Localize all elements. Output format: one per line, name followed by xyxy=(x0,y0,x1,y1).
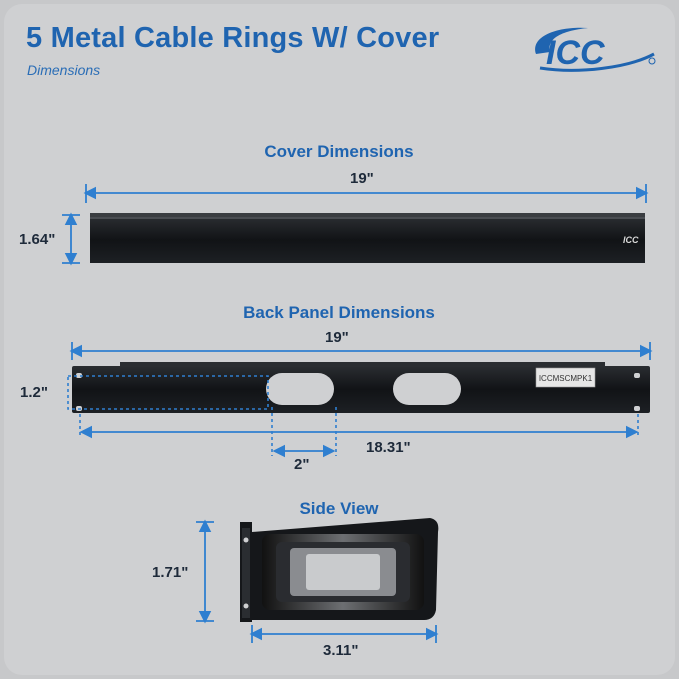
back-panel-inner-width-label: 18.31" xyxy=(366,439,411,456)
back-panel-height-guide xyxy=(67,375,269,410)
cover-height-arrow xyxy=(62,212,80,266)
cover-section-title: Cover Dimensions xyxy=(264,142,414,161)
side-height-label: 1.71" xyxy=(152,564,189,581)
side-view-ring xyxy=(240,518,439,622)
back-panel: ICCMSCMPK1 xyxy=(72,362,650,413)
back-panel-width-label: 19" xyxy=(325,329,349,346)
logo-text: ICC xyxy=(546,34,605,72)
back-panel-height-label: 1.2" xyxy=(20,384,48,401)
cover-logo-text: ICC xyxy=(623,235,639,245)
page-subtitle: Dimensions xyxy=(27,62,101,78)
page-title: 5 Metal Cable Rings W/ Cover xyxy=(26,22,440,54)
opening-width-label: 2" xyxy=(294,456,310,473)
back-panel-width-arrow xyxy=(69,342,653,360)
cover-dimension-arrow xyxy=(83,184,649,203)
side-depth-arrow xyxy=(249,625,439,643)
side-height-arrow xyxy=(196,519,214,624)
back-panel-inner-width-arrow xyxy=(79,414,639,439)
part-label-text: ICCMSCMPK1 xyxy=(539,374,593,383)
cover-width-label: 19" xyxy=(350,170,374,187)
back-panel-section-title: Back Panel Dimensions xyxy=(243,303,435,322)
cover-panel: ICC xyxy=(90,213,645,263)
part-label-sticker xyxy=(535,367,596,388)
cover-height-label: 1.64" xyxy=(19,231,56,248)
icc-logo: ICC xyxy=(535,27,656,72)
side-view-section-title: Side View xyxy=(299,499,379,518)
opening-width-arrow xyxy=(271,407,337,458)
cable-opening-left xyxy=(266,373,334,405)
cable-opening-right xyxy=(393,373,461,405)
side-depth-label: 3.11" xyxy=(323,642,359,659)
